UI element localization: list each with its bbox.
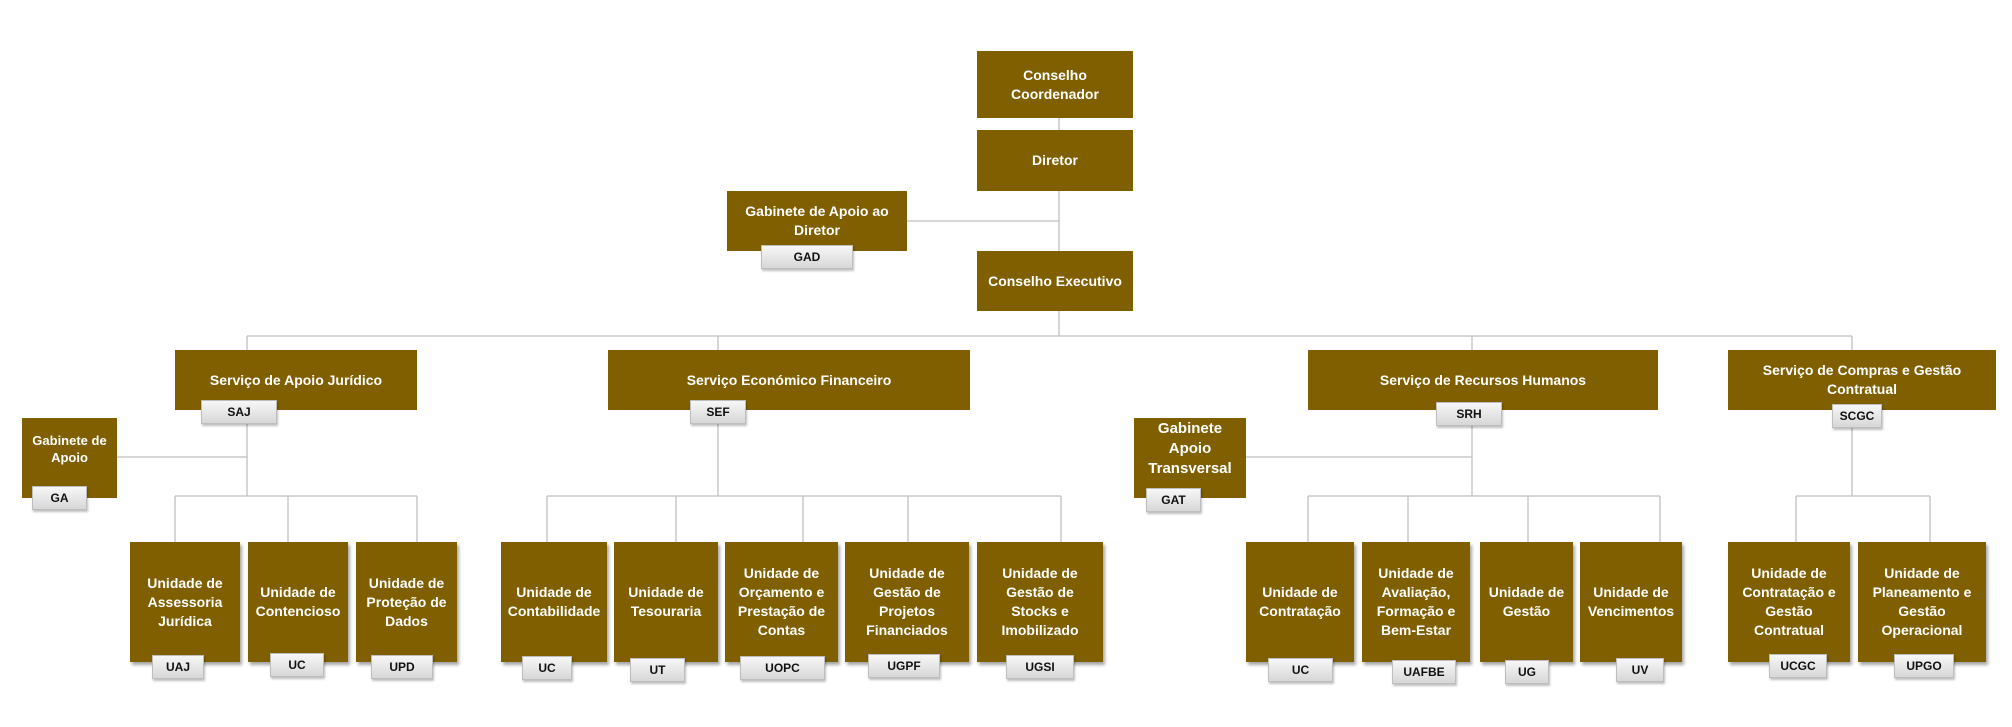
- tag-saj: SAJ: [201, 400, 277, 424]
- node-label: Unidade de Proteção de Dados: [366, 574, 447, 629]
- node-unidade-protecao-dados: Unidade de Proteção de Dados: [356, 542, 457, 662]
- node-label: Conselho Executivo: [988, 272, 1122, 289]
- node-label: Unidade de Gestão: [1488, 584, 1565, 619]
- node-servico-economico-financeiro: Serviço Económico Financeiro: [608, 350, 970, 410]
- node-servico-compras: Serviço de Compras e Gestão Contratual: [1728, 350, 1996, 410]
- node-gabinete-apoio-transversal: Gabinete Apoio Transversal: [1134, 418, 1246, 498]
- node-label: Gabinete de Apoio ao Diretor: [745, 203, 889, 238]
- tag-sef: SEF: [690, 400, 746, 424]
- node-label: Unidade de Contratação: [1259, 584, 1341, 619]
- node-unidade-projetos: Unidade de Gestão de Projetos Financiado…: [845, 542, 969, 662]
- node-unidade-gestao: Unidade de Gestão: [1480, 542, 1573, 662]
- tag-uc-contratacao: UC: [1268, 658, 1333, 682]
- node-label: Unidade de Contabilidade: [507, 584, 601, 619]
- node-unidade-contabilidade: Unidade de Contabilidade: [501, 542, 607, 662]
- tag-ugsi: UGSI: [1006, 655, 1074, 679]
- node-label: Unidade de Contencioso: [255, 584, 341, 619]
- tag-uv: UV: [1616, 658, 1664, 682]
- tag-gad: GAD: [761, 245, 853, 269]
- node-label: Unidade de Gestão de Projetos Financiado…: [866, 565, 948, 638]
- node-label: Serviço de Compras e Gestão Contratual: [1762, 362, 1962, 397]
- node-gabinete-apoio: Gabinete de Apoio: [22, 418, 117, 498]
- tag-ut: UT: [630, 658, 685, 682]
- node-label: Serviço Económico Financeiro: [686, 371, 892, 388]
- node-label: Unidade de Planeamento e Gestão Operacio…: [1872, 565, 1972, 638]
- node-label: Unidade de Avaliação, Formação e Bem-Est…: [1376, 565, 1456, 638]
- node-label: Gabinete de Apoio: [32, 433, 107, 465]
- node-unidade-stocks: Unidade de Gestão de Stocks e Imobilizad…: [977, 542, 1103, 662]
- node-diretor: Diretor: [977, 130, 1133, 191]
- tag-upd: UPD: [371, 655, 433, 679]
- node-label: Unidade de Contratação e Gestão Contratu…: [1742, 565, 1836, 638]
- node-label: Unidade de Orçamento e Prestação de Cont…: [737, 565, 826, 638]
- node-conselho-executivo: Conselho Executivo: [977, 251, 1133, 311]
- node-unidade-orcamento: Unidade de Orçamento e Prestação de Cont…: [725, 542, 838, 662]
- tag-uopc: UOPC: [740, 656, 825, 680]
- node-label: Serviço de Apoio Jurídico: [209, 371, 383, 388]
- node-unidade-avaliacao: Unidade de Avaliação, Formação e Bem-Est…: [1362, 542, 1470, 662]
- tag-ucgc: UCGC: [1769, 654, 1827, 678]
- node-unidade-tesouraria: Unidade de Tesouraria: [614, 542, 718, 662]
- tag-uaj: UAJ: [152, 655, 204, 679]
- tag-gat: GAT: [1146, 488, 1201, 512]
- tag-ugpf: UGPF: [868, 654, 940, 678]
- node-label: Serviço de Recursos Humanos: [1379, 371, 1587, 388]
- node-label: Unidade de Vencimentos: [1587, 584, 1675, 619]
- node-label: Conselho Coordenador: [1011, 66, 1099, 102]
- tag-upgo: UPGO: [1894, 654, 1954, 678]
- tag-ga: GA: [32, 486, 87, 510]
- node-unidade-contencioso: Unidade de Contencioso: [248, 542, 348, 662]
- node-gabinete-apoio-diretor: Gabinete de Apoio ao Diretor: [727, 191, 907, 251]
- node-label: Gabinete Apoio Transversal: [1148, 420, 1232, 477]
- node-unidade-vencimentos: Unidade de Vencimentos: [1580, 542, 1682, 662]
- node-label: Unidade de Gestão de Stocks e Imobilizad…: [1001, 565, 1079, 638]
- tag-ug: UG: [1505, 660, 1549, 684]
- node-label: Unidade de Assessoria Jurídica: [147, 574, 223, 629]
- tag-uc-contencioso: UC: [270, 653, 324, 677]
- node-servico-recursos-humanos: Serviço de Recursos Humanos: [1308, 350, 1658, 410]
- node-unidade-planeamento: Unidade de Planeamento e Gestão Operacio…: [1858, 542, 1986, 662]
- node-unidade-assessoria-juridica: Unidade de Assessoria Jurídica: [130, 542, 240, 662]
- tag-uc-contabilidade: UC: [522, 656, 572, 680]
- node-label: Diretor: [1032, 152, 1078, 168]
- node-unidade-contratacao-gestao: Unidade de Contratação e Gestão Contratu…: [1728, 542, 1850, 662]
- tag-scgc: SCGC: [1832, 404, 1882, 428]
- node-label: Unidade de Tesouraria: [628, 584, 704, 619]
- node-conselho-coordenador: Conselho Coordenador: [977, 51, 1133, 118]
- tag-uafbe: UAFBE: [1392, 660, 1456, 684]
- tag-srh: SRH: [1436, 402, 1502, 426]
- node-unidade-contratacao-rh: Unidade de Contratação: [1246, 542, 1354, 662]
